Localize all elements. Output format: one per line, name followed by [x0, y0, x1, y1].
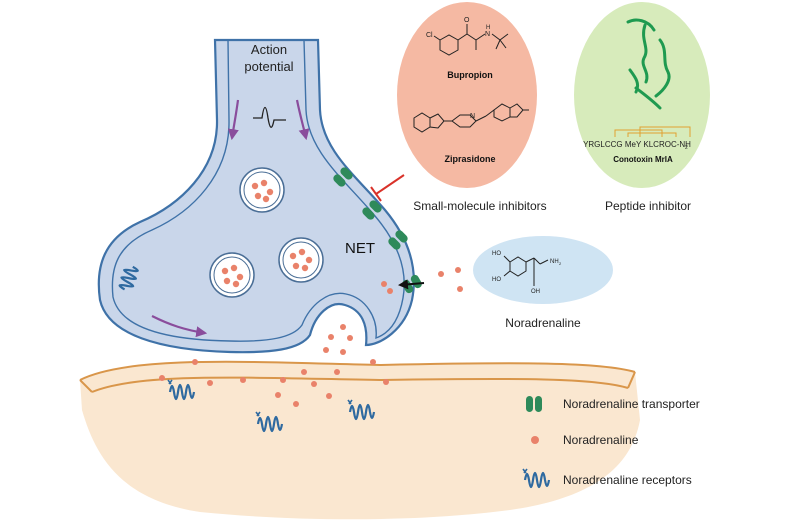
- vesicle-3: [209, 252, 255, 298]
- noradrenaline-caption: Noradrenaline: [505, 316, 581, 330]
- noradrenaline-ho-bottom: HO: [492, 277, 501, 283]
- peptide-sequence: YRGLCCG MeY KLCROC-NH: [583, 140, 691, 149]
- action-potential-arrow-left: [227, 99, 240, 141]
- inhibition-marker: [370, 174, 405, 202]
- net-transporter-2: [362, 200, 382, 220]
- synaptic-noradrenaline: [159, 267, 463, 407]
- action-potential-label-1: Action: [251, 42, 287, 57]
- small-molecule-caption: Small-molecule inhibitors: [413, 199, 546, 213]
- noradrenaline-nh2: NH: [550, 259, 559, 265]
- reuptake-arrow: [398, 279, 425, 290]
- noradrenaline-molecule: HO HO OH NH 2: [473, 236, 613, 304]
- bupropion-cl-label: Cl: [426, 32, 433, 39]
- action-potential-arrow-bottom: [151, 315, 208, 338]
- action-potential-waveform: [253, 106, 286, 128]
- legend-label-transporter: Noradrenaline transporter: [563, 397, 700, 411]
- action-potential-arrow-right: [295, 99, 310, 141]
- bupropion-label: Bupropion: [447, 70, 493, 80]
- noradrenaline-ho-top: HO: [492, 251, 501, 257]
- legend-label-noradrenaline: Noradrenaline: [563, 433, 639, 447]
- action-potential-label-2: potential: [244, 59, 293, 74]
- net-transporter-1: [333, 167, 353, 187]
- receptor-presynaptic: [118, 265, 139, 291]
- receptor-post-1: [167, 379, 196, 401]
- receptor-post-3: [347, 399, 376, 421]
- peptide-sequence-sub: 2: [685, 145, 688, 151]
- postsynaptic-cell: [79, 360, 640, 520]
- conotoxin-structure: [626, 18, 671, 110]
- legend: Noradrenaline transporter Noradrenaline …: [522, 396, 700, 489]
- noradrenaline-nh2-sub: 2: [559, 261, 562, 266]
- small-molecule-panel: Cl O N H Bupropion N Ziprasidone: [397, 2, 537, 188]
- ziprasidone-n-label: N: [470, 113, 475, 120]
- receptor-post-2: [255, 411, 284, 433]
- noradrenaline-dot-icon: [531, 436, 539, 444]
- net-transporter-3: [388, 230, 408, 250]
- transporter-icon: [526, 396, 542, 412]
- noradrenaline-oh: OH: [531, 289, 540, 295]
- legend-label-receptors: Noradrenaline receptors: [563, 473, 692, 487]
- bupropion-o-label: O: [464, 17, 470, 24]
- net-label: NET: [345, 240, 375, 257]
- peptide-panel: YRGLCCG MeY KLCROC-NH 2 Conotoxin MrIA: [574, 2, 710, 188]
- bupropion-h-label: H: [486, 25, 490, 31]
- vesicle-1: [239, 167, 285, 213]
- bupropion-nh-label: N: [485, 31, 490, 38]
- vesicle-2: [278, 237, 324, 283]
- peptide-caption: Peptide inhibitor: [605, 199, 691, 213]
- receptor-icon: [522, 468, 551, 489]
- conotoxin-label: Conotoxin MrIA: [613, 155, 673, 164]
- ziprasidone-label: Ziprasidone: [444, 154, 495, 164]
